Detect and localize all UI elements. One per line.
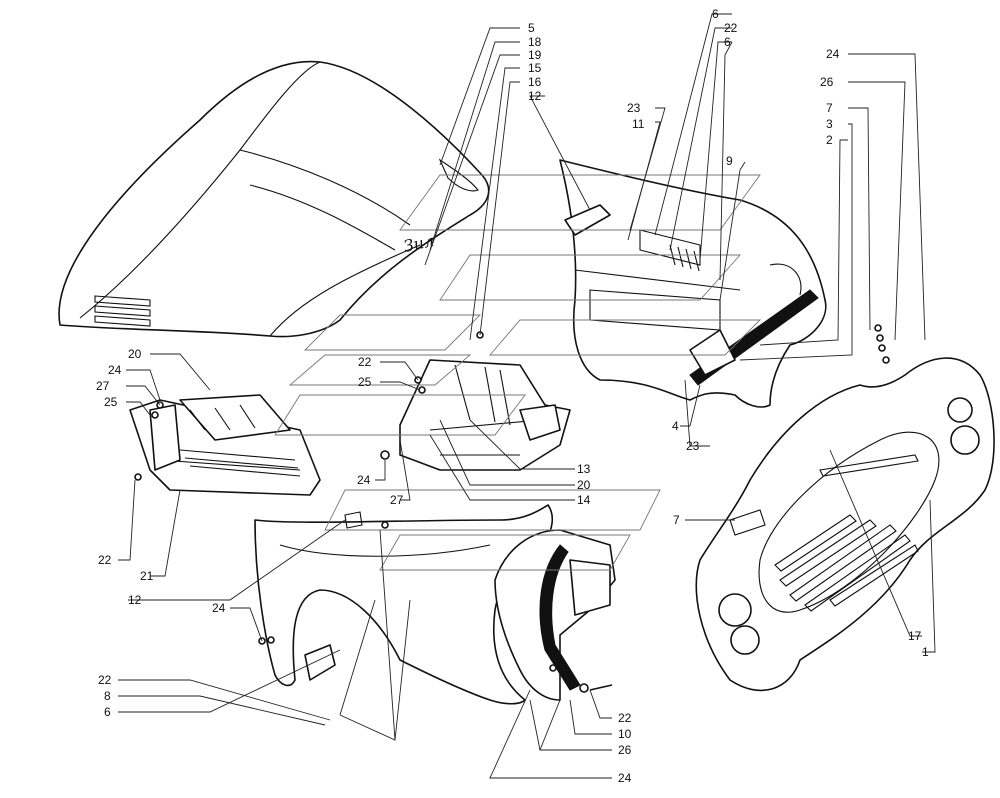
- callout-17: 17: [908, 629, 922, 643]
- callout-5: 5: [528, 21, 535, 35]
- callout-26-right: 26: [820, 75, 834, 89]
- callout-27-mid: 27: [390, 493, 404, 507]
- callout-19: 19: [528, 48, 542, 62]
- callout-13: 13: [577, 462, 591, 476]
- step-bracket-20: [179, 394, 291, 441]
- callout-24-mid: 24: [357, 473, 371, 487]
- callout-22-lower: 22: [98, 673, 112, 687]
- callout-26-arch: 26: [618, 743, 632, 757]
- callout-10: 10: [618, 727, 632, 741]
- callout-1: 1: [922, 645, 929, 659]
- callout-25-left: 25: [104, 395, 118, 409]
- callout-15: 15: [528, 61, 542, 75]
- bolt-22: [589, 684, 613, 691]
- callout-11: 11: [632, 117, 645, 131]
- callout-9: 9: [726, 154, 733, 168]
- callout-16: 16: [528, 75, 542, 89]
- wheel-arch-inner: [494, 529, 616, 701]
- headlamp-opening-right-inner: [950, 425, 980, 455]
- callout-12-fender: 12: [128, 593, 142, 607]
- hood-vent-louvers: [94, 295, 151, 327]
- callout-22-top: 22: [724, 21, 738, 35]
- callout-22-mid: 22: [358, 355, 372, 369]
- apron-assembly: [399, 359, 571, 471]
- callout-6-top: 6: [712, 7, 719, 21]
- headlamp-opening-left-outer: [718, 593, 752, 627]
- callout-24-fender: 24: [212, 601, 226, 615]
- radiator-grille-panel: [695, 357, 995, 692]
- callout-23-mid: 23: [686, 439, 700, 453]
- callout-20-left: 20: [128, 347, 142, 361]
- running-board-left: [129, 394, 321, 496]
- callout-27-left: 27: [96, 379, 110, 393]
- callout-labels: 5 18 19 15 16 12 6 22 6 23 11 9 24 26 7 …: [96, 7, 929, 785]
- callout-7-right: 7: [826, 101, 833, 115]
- callout-12-hood: 12: [528, 89, 542, 103]
- callout-25-mid: 25: [358, 375, 372, 389]
- callout-24-arch: 24: [618, 771, 632, 785]
- callout-18: 18: [528, 35, 542, 49]
- running-board-texture: [179, 449, 301, 477]
- grille-slots: [774, 454, 919, 612]
- headlamp-opening-right-outer: [947, 397, 973, 423]
- callout-24-right: 24: [826, 47, 840, 61]
- callout-14: 14: [577, 493, 591, 507]
- callout-23-top: 23: [627, 101, 641, 115]
- callout-3: 3: [826, 117, 833, 131]
- callout-21: 21: [140, 569, 154, 583]
- callout-7-bottom: 7: [673, 513, 680, 527]
- callout-22-arch: 22: [618, 711, 632, 725]
- callout-20-mid: 20: [577, 478, 591, 492]
- callout-2: 2: [826, 133, 833, 147]
- leader-lines: [118, 13, 936, 779]
- callout-22-left-bottom: 22: [98, 553, 112, 567]
- callout-4: 4: [672, 419, 679, 433]
- callout-6-lower: 6: [104, 705, 111, 719]
- front-fender: [254, 504, 554, 705]
- radiator-shell: [559, 159, 827, 408]
- headlamp-opening-left-inner: [730, 625, 760, 655]
- arch-seal-strip: [539, 544, 581, 691]
- hood-panel: Зил: [58, 60, 490, 338]
- callout-8: 8: [104, 689, 111, 703]
- callout-6-second: 6: [724, 35, 731, 49]
- fasteners: [134, 324, 890, 693]
- assembly-guide-lines: [274, 174, 762, 571]
- callout-24-left: 24: [108, 363, 122, 377]
